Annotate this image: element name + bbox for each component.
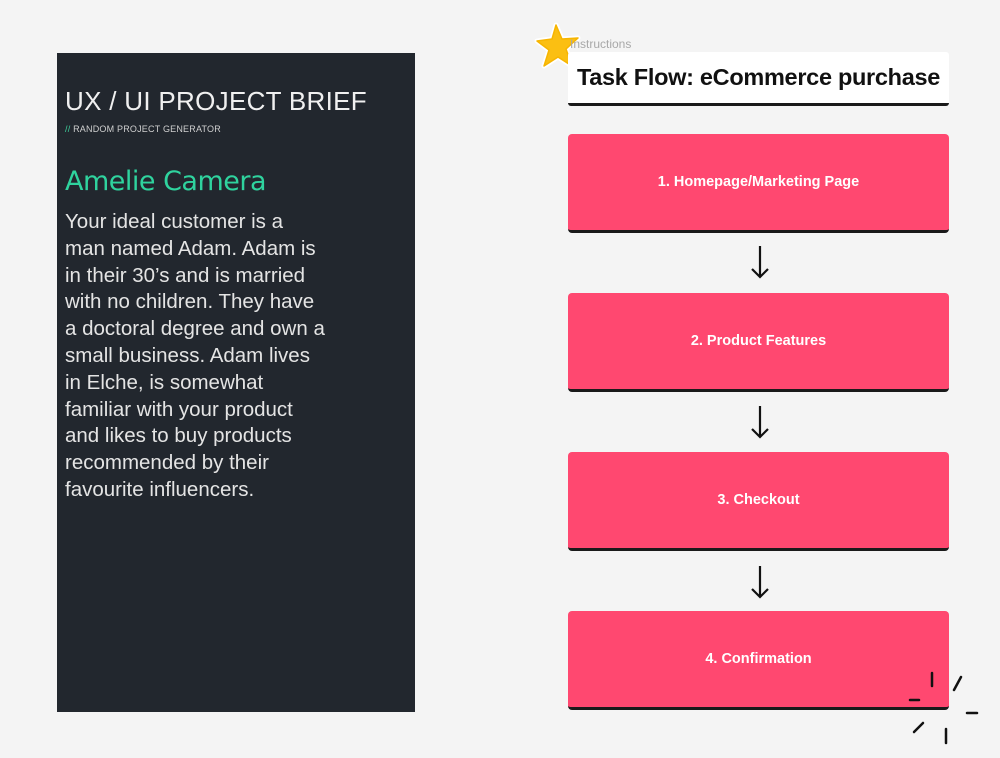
brief-title: UX / UI PROJECT BRIEF [65, 86, 367, 116]
project-brief-card: UX / UI PROJECT BRIEF // RANDOM PROJECT … [57, 53, 415, 712]
star-icon [534, 22, 581, 69]
persona-description: Your ideal customer is a man named Adam.… [65, 210, 325, 501]
arrow-down-icon [751, 566, 769, 599]
task-flow-title[interactable]: Task Flow: eCommerce purchase [568, 52, 949, 106]
flow-step-3[interactable]: 3. Checkout [568, 452, 949, 551]
sparkle-icon [908, 671, 979, 745]
brief-subtitle: // RANDOM PROJECT GENERATOR [65, 124, 407, 134]
arrow-down-icon [751, 406, 769, 439]
subtitle-prefix: // [65, 124, 71, 134]
instructions-label: Instructions [570, 37, 632, 51]
flow-step-1[interactable]: 1. Homepage/Marketing Page [568, 134, 949, 233]
flow-step-4[interactable]: 4. Confirmation [568, 611, 949, 710]
flow-step-2[interactable]: 2. Product Features [568, 293, 949, 392]
subtitle-text: RANDOM PROJECT GENERATOR [73, 124, 221, 134]
persona-name: Amelie Camera [65, 166, 267, 197]
arrow-down-icon [751, 246, 769, 279]
